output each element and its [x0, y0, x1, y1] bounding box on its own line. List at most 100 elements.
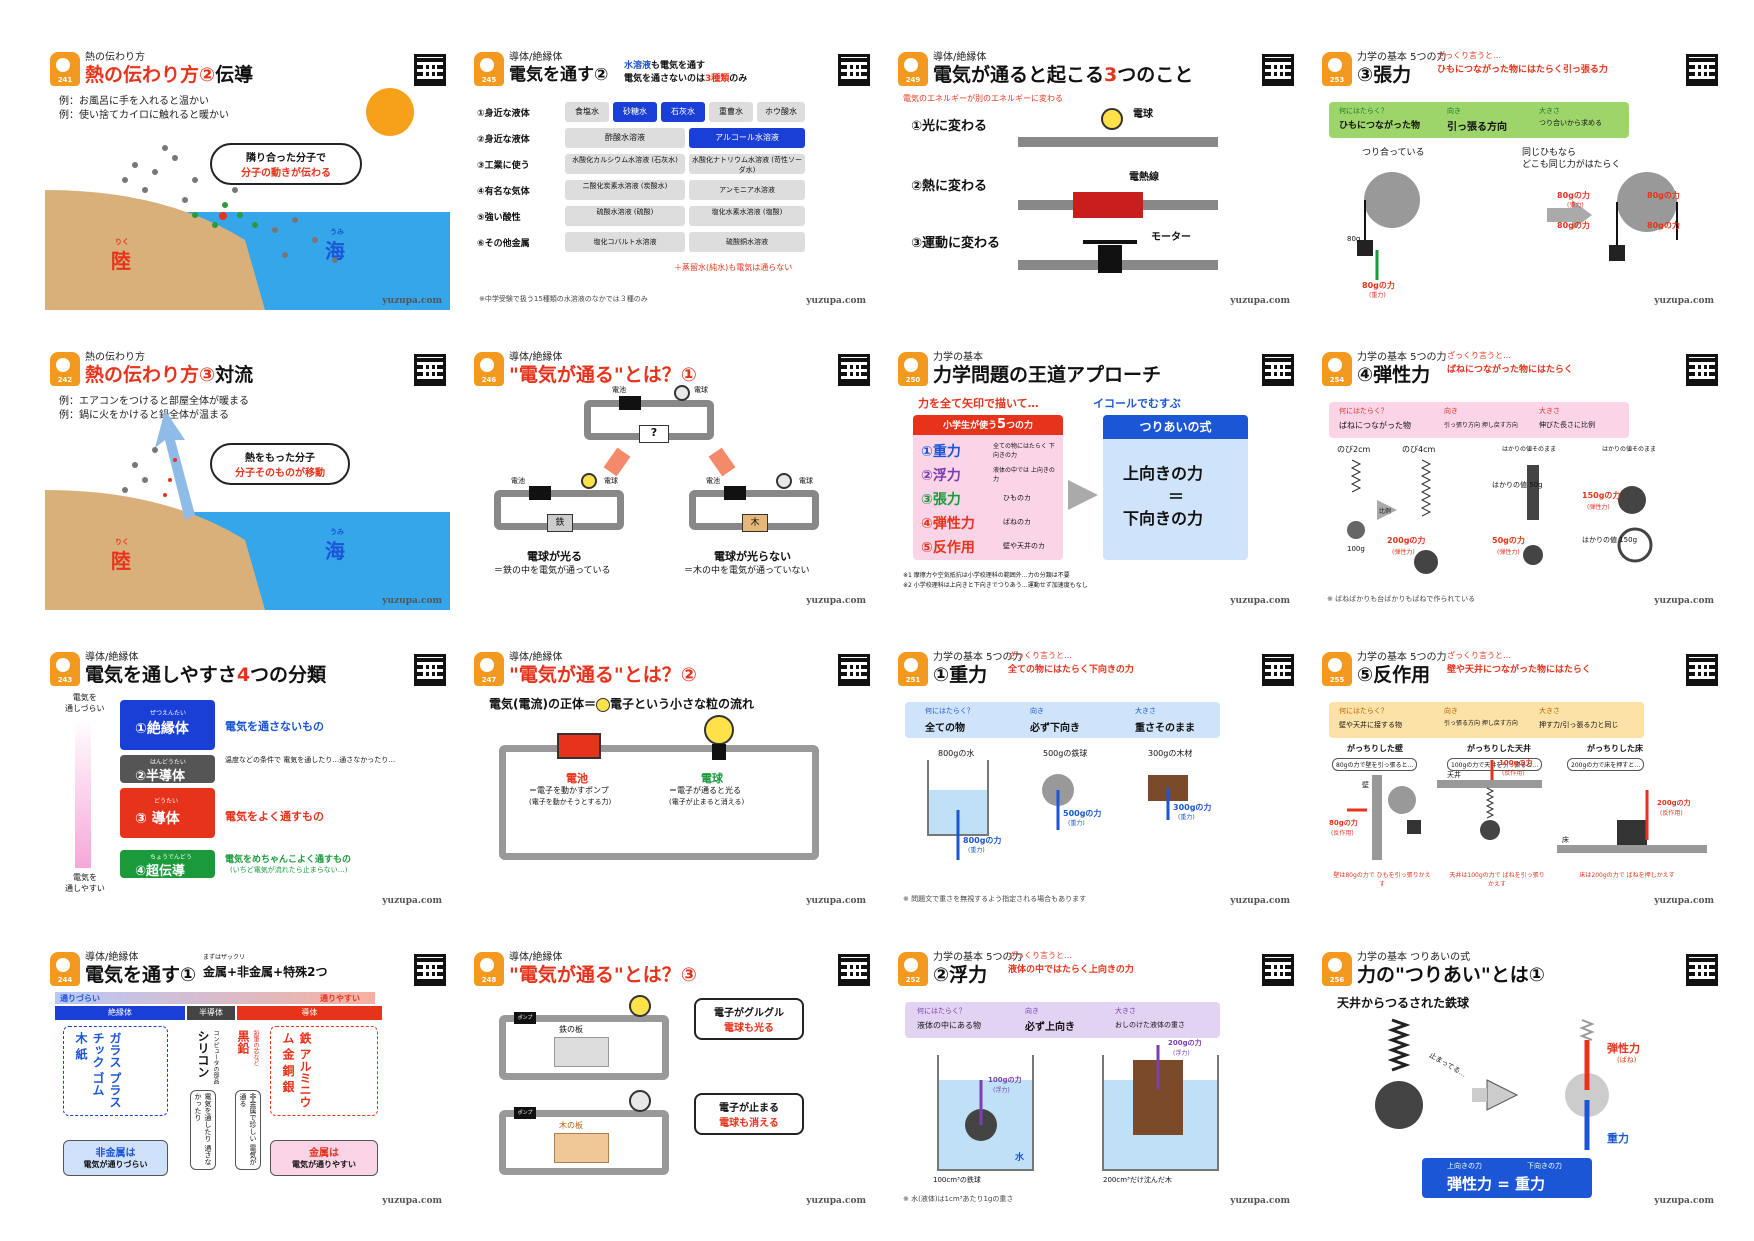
band-semiconductor: 半導体: [187, 1006, 235, 1020]
title-summary: 金属+非金属+特殊2つ: [203, 965, 328, 979]
qr-code-icon[interactable]: [1262, 354, 1294, 386]
qr-code-icon[interactable]: [1686, 354, 1718, 386]
card-256[interactable]: 256 力学の基本 つりあいの式 力の"つりあい"とは① 天井からつるされた鉄球…: [1317, 940, 1722, 1210]
qr-code-icon[interactable]: [1686, 654, 1718, 686]
card-245[interactable]: 245 導体/絶縁体 電気を通す② 水溶液も電気を通す 電気を通さないのは3種類…: [469, 40, 874, 310]
qr-code-icon[interactable]: [838, 954, 870, 986]
card-255[interactable]: 255 力学の基本 5つの力 ⑤反作用 ざっくり言うと… 壁や天井につながった物…: [1317, 640, 1722, 910]
card-247[interactable]: 247 導体/絶縁体 "電気が通る"とは？② 電気(電流)の正体＝電子という小さ…: [469, 640, 874, 910]
force-list: 小学生が使う5つの力 ①重力 全ての物にはたらく 下向きの力 ②浮力 液体の中で…: [913, 415, 1063, 560]
iron-sample: 鉄: [547, 514, 573, 532]
card-248[interactable]: 248 導体/絶縁体 "電気が通る"とは？③ ポンプ 鉄の板 電子がグルグル電球…: [469, 940, 874, 1210]
class-semiconductor: はんどうたい ②半導体: [120, 755, 215, 784]
card-title: 熱の伝わり方②伝導: [85, 64, 254, 86]
footnote: ※ 問題文で重さを無視するよう指定される場合もあります: [903, 895, 1087, 903]
card-category: 導体/絶縁体: [85, 652, 139, 663]
ruby: りく: [115, 238, 129, 246]
card-title: 電気が通ると起こる3つのこと: [933, 64, 1194, 86]
table-row: ③工業に使う 水酸化カルシウム水溶液 (石灰水) 水酸化ナトリウム水溶液 (苛性…: [477, 152, 872, 178]
subtitle: 電気のエネルギーが別のエネルギーに変わる: [903, 94, 1063, 103]
qr-code-icon[interactable]: [414, 354, 446, 386]
battery-icon: [619, 396, 641, 410]
title-note: 電気を通さないのは3種類のみ: [624, 74, 748, 84]
card-249[interactable]: 249 導体/絶縁体 電気が通ると起こる3つのこと 電気のエネルギーが別のエネル…: [893, 40, 1298, 310]
summary-box: 何にはたらく？ 壁や天井に接する物 向き 引っ張る方向 押し戻す方向 大きさ 押…: [1329, 702, 1644, 738]
label: つり合っている: [1362, 148, 1425, 158]
card-category: 力学の基本: [933, 352, 983, 363]
qr-code-icon[interactable]: [414, 54, 446, 86]
example-text: 例：使い捨てカイロに触れると暖かい: [59, 110, 229, 121]
force-label: 80gの力: [1362, 281, 1395, 290]
qr-code-icon[interactable]: [1262, 954, 1294, 986]
equilibrium-illustration: [1375, 1018, 1609, 1150]
card-254[interactable]: 254 力学の基本 5つの力 ④弾性力 ざっくり言うと… ばねにつながった物には…: [1317, 340, 1722, 610]
card-252[interactable]: 252 力学の基本 5つの力 ②浮力 ざっくり言うと… 液体の中ではたらく上向き…: [893, 940, 1298, 1210]
force-label: 80gの力: [1647, 191, 1680, 200]
unknown-material: ?: [639, 425, 669, 443]
circuit-wood: [499, 1110, 669, 1175]
card-title: 電気を通す①: [85, 964, 197, 986]
result-lit: 電球が光る: [527, 550, 582, 563]
gravity-label: 重力: [1607, 1132, 1629, 1145]
card-243[interactable]: 243 導体/絶縁体 電気を通しやすさ4つの分類 電気を通しづらい 電気を通しや…: [45, 640, 450, 910]
card-category: 力学の基本 5つの力: [1357, 352, 1447, 363]
wire: [1018, 137, 1218, 147]
qr-code-icon[interactable]: [1262, 54, 1294, 86]
step-2-heading: イコールでむすぶ: [1093, 397, 1181, 410]
rough-note: ざっくり言うと…: [1437, 51, 1501, 60]
reaction-illustration: [1347, 760, 1707, 860]
card-category: 力学の基本 つりあいの式: [1357, 952, 1471, 963]
card-title: ②浮力: [933, 964, 988, 986]
card-253[interactable]: 253 力学の基本 5つの力 ③張力 ざっくり言うと… ひもにつながった物にはた…: [1317, 40, 1722, 310]
card-category: 熱の伝わり方: [85, 352, 145, 363]
bottom-label: 電気を通しやすい: [65, 873, 105, 893]
qr-code-icon[interactable]: [414, 654, 446, 686]
card-category: 力学の基本 5つの力: [1357, 652, 1447, 663]
qr-code-icon[interactable]: [838, 54, 870, 86]
qr-code-icon[interactable]: [838, 354, 870, 386]
force-type: (重力): [1369, 292, 1386, 299]
table-row: ⑤強い酸性 硫酸水溶液 (硫酸) 塩化水素水溶液 (塩酸): [477, 204, 872, 230]
scenario-text: 天井からつるされた鉄球: [1337, 996, 1470, 1010]
card-category: 力学の基本 5つの力: [933, 952, 1023, 963]
gravity-illustration: [927, 760, 1188, 860]
card-title: 熱の伝わり方③対流: [85, 364, 254, 386]
semiconductor-example: シリコン: [196, 1030, 210, 1078]
class-superconductor: ちょうでんどう ④超伝導: [120, 850, 215, 879]
callout-on: 電子がグルグル電球も光る: [694, 998, 804, 1040]
metal-callout: 金属は電気が通りやすい: [270, 1140, 378, 1176]
card-250[interactable]: 250 力学の基本 力学問題の王道アプローチ 力を全て矢印で描いて… イコールで…: [893, 340, 1298, 610]
card-244[interactable]: 244 導体/絶縁体 電気を通す① まずはザックリ 金属+非金属+特殊2つ 通り…: [45, 940, 450, 1210]
footnote: ※中学受験で扱う15種類の水溶液のなかでは３種のみ: [479, 295, 648, 303]
band-conductor: 導体: [237, 1006, 382, 1020]
card-242[interactable]: 242 熱の伝わり方 熱の伝わり方③対流 例：エアコンをつけると部屋全体が暖まる…: [45, 340, 450, 610]
qr-code-icon[interactable]: [838, 654, 870, 686]
card-title: "電気が通る"とは？①: [509, 364, 697, 386]
heating-wire-label: 電熱線: [1129, 172, 1159, 183]
card-title: 力学問題の王道アプローチ: [933, 364, 1162, 386]
example-text: 例：エアコンをつけると部屋全体が暖まる: [59, 396, 249, 407]
card-241[interactable]: 241 熱の伝わり方 熱の伝わり方②伝導 例：お風呂に手を入れると温かい 例：使…: [45, 40, 450, 310]
class-insulator: ぜつえんたい ①絶縁体: [120, 700, 215, 750]
red-note: ＋蒸留水(純水)も電気は通らない: [674, 263, 793, 272]
card-title: ④弾性力: [1357, 364, 1431, 386]
iron-plate: [554, 1037, 609, 1067]
summary-box: 何にはたらく？ ひもにつながった物 向き 引っ張る方向 大きさ つり合いから求め…: [1329, 102, 1629, 138]
card-246[interactable]: 246 導体/絶縁体 "電気が通る"とは？① 電池 電球 ? 電池 電球 鉄 電…: [469, 340, 874, 610]
rough-definition: ばねにつながった物にはたらく: [1447, 365, 1573, 375]
item-3: ③運動に変わる: [911, 236, 1001, 251]
land-sea-illustration: [45, 410, 450, 610]
qr-code-icon[interactable]: [1686, 54, 1718, 86]
bulb-icon: [704, 715, 734, 745]
qr-code-icon[interactable]: [1262, 654, 1294, 686]
card-category: 導体/絶縁体: [509, 652, 563, 663]
equation-box: つりあいの式 上向きの力 ＝ 下向きの力: [1103, 415, 1248, 560]
card-251[interactable]: 251 力学の基本 5つの力 ①重力 ざっくり言うと… 全ての物にはたらく下向き…: [893, 640, 1298, 910]
qr-code-icon[interactable]: [414, 954, 446, 986]
motor-icon: [1098, 245, 1122, 273]
qr-code-icon[interactable]: [1686, 954, 1718, 986]
table-row: ②身近な液体 酢酸水溶液 アルコール水溶液: [477, 126, 872, 152]
card-title: 電気を通す②: [509, 65, 609, 85]
heating-wire-icon: [1073, 192, 1143, 218]
force-type: (張力): [1567, 202, 1584, 209]
